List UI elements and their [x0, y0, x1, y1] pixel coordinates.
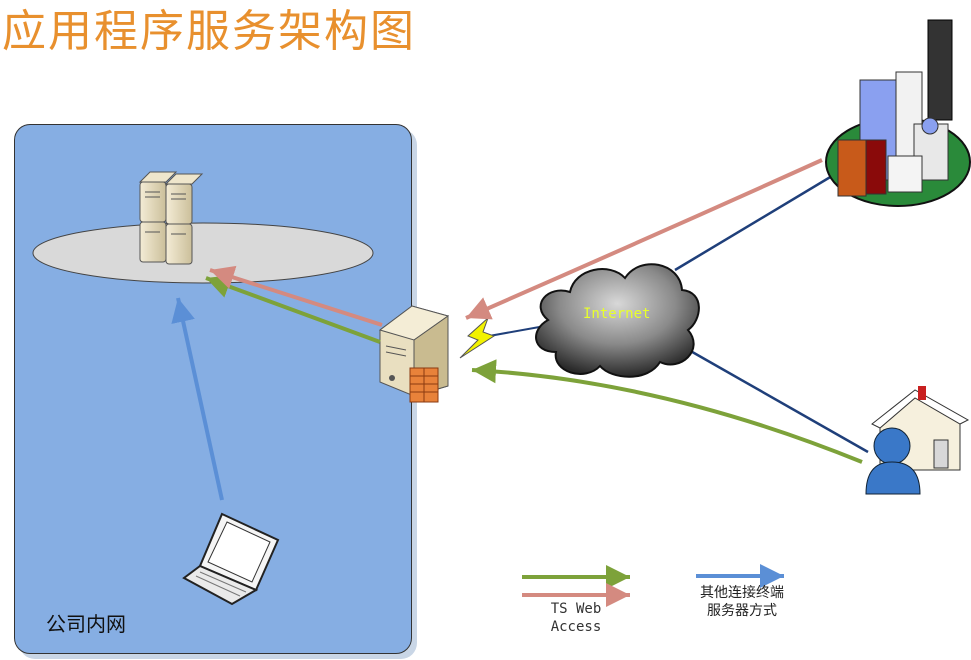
link-cloud-to-branch — [674, 168, 843, 272]
legend-other-terminal-label: 其他连接终端 服务器方式 — [700, 585, 784, 619]
link-cloud-to-home — [679, 343, 869, 454]
legend-ts-web-access-label: TS Web Access — [550, 601, 602, 635]
arrow-green-gateway-to-farm — [205, 275, 381, 344]
page-title: 应用程序服务架构图 — [2, 6, 416, 57]
arrow-green-home-to-gateway — [471, 359, 863, 464]
server-cluster-icon — [138, 171, 204, 265]
server-farm-platform — [32, 222, 374, 284]
laptop-icon — [182, 512, 280, 606]
arrow-red-branch-to-gateway — [465, 158, 823, 320]
home-user-icon — [865, 386, 970, 495]
gateway-server-icon — [378, 305, 450, 403]
lightning-bolt-icon — [459, 317, 496, 359]
internet-cloud-icon — [535, 263, 700, 378]
arrow-blue-laptop-to-farm — [171, 297, 224, 501]
internet-label: Internet — [583, 306, 651, 322]
branch-office-buildings-icon — [825, 19, 971, 207]
lan-label: 公司内网 — [46, 612, 126, 636]
arrow-red-gateway-to-farm — [209, 265, 383, 327]
